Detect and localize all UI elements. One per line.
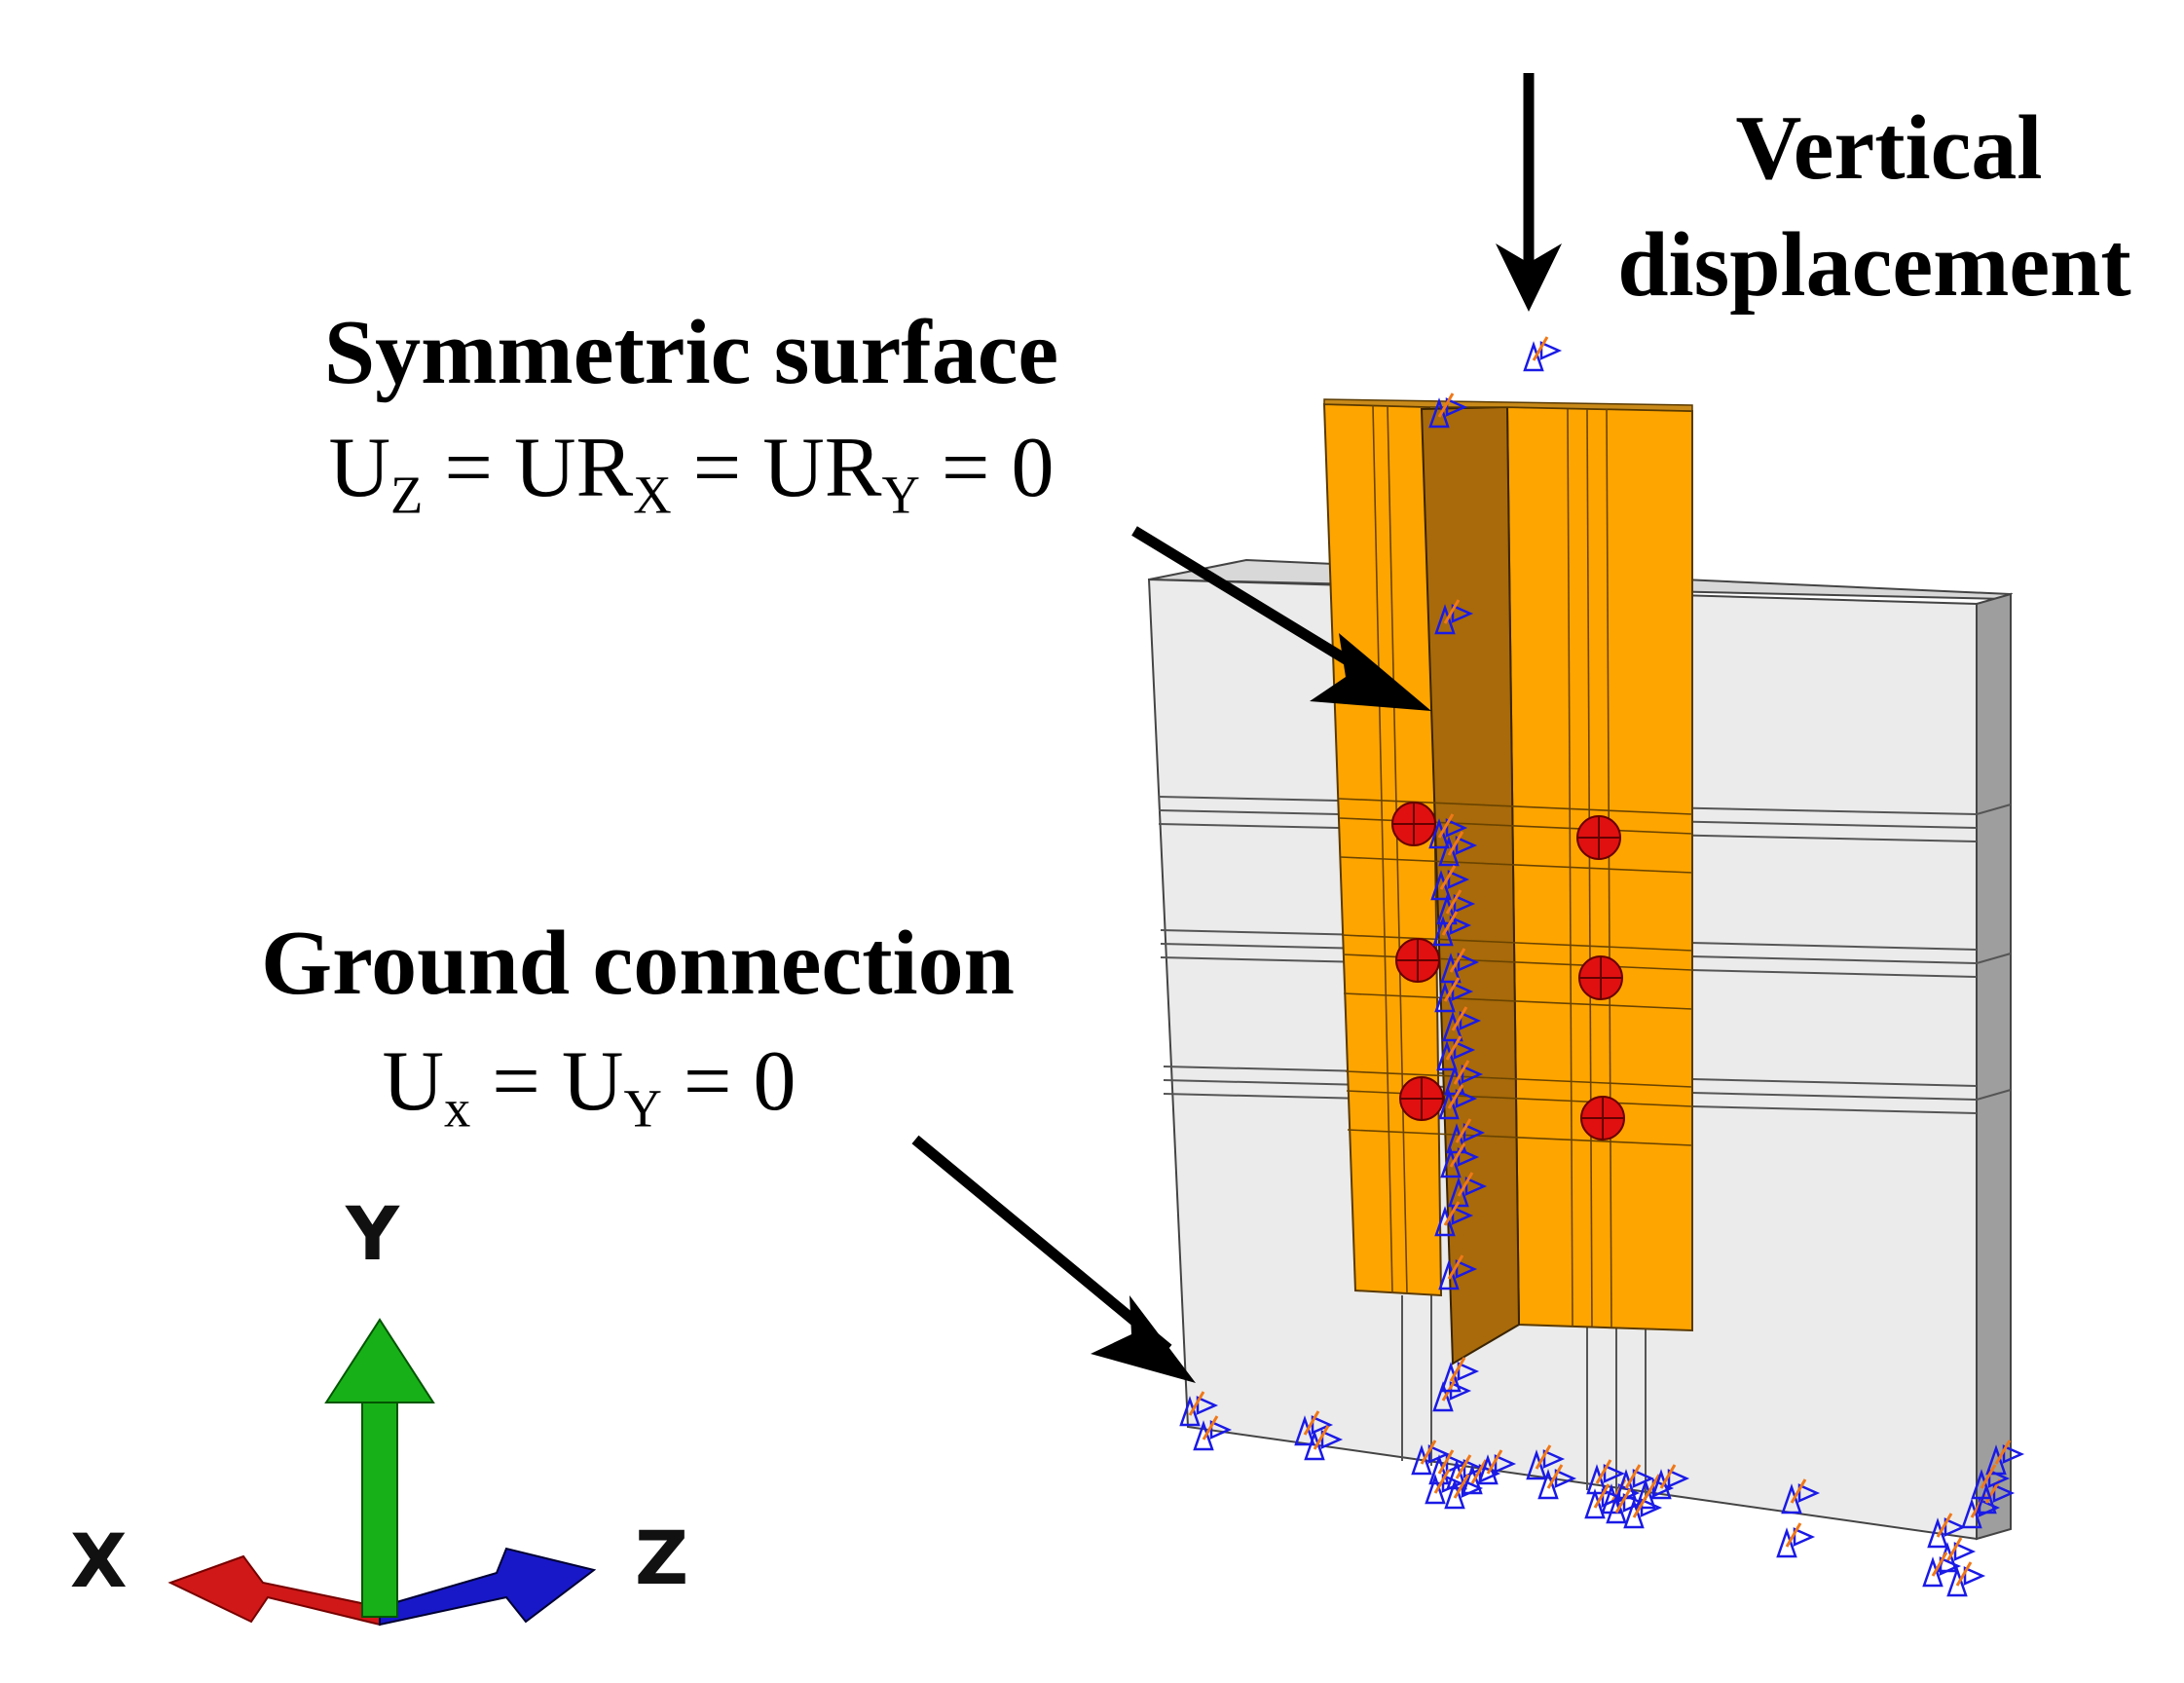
bc-symbol xyxy=(1438,1084,1478,1120)
vertical-displacement-label-line1: Vertical xyxy=(1735,97,2043,199)
vertical-displacement-arrowhead xyxy=(1496,243,1562,312)
bc-symbol xyxy=(1537,1464,1577,1500)
symmetric-surface-arrow xyxy=(1131,526,1386,687)
bc-symbol xyxy=(1432,911,1472,947)
bc-symbol xyxy=(1434,977,1474,1013)
bc-symbol xyxy=(1440,1357,1480,1393)
boundary-condition-symbols xyxy=(1179,336,2025,1597)
bc-symbol xyxy=(1523,336,1563,372)
symmetric-eq-subscript: Y xyxy=(881,465,920,525)
bc-symbol xyxy=(1444,1060,1484,1096)
bc-symbol xyxy=(1650,1464,1690,1500)
coordinate-triad xyxy=(167,1318,597,1627)
ground-connection-title: Ground connection xyxy=(261,913,1015,1014)
ground-connection-arrow xyxy=(911,1135,1172,1354)
bolt xyxy=(1399,1076,1444,1121)
steel-plate-grid-lines xyxy=(1338,404,1693,1328)
axis-y-shaft xyxy=(361,1392,398,1618)
bc-symbol xyxy=(1922,1552,1962,1588)
symmetric-eq-term: = 0 xyxy=(919,421,1055,515)
ground-connection-equation: Ux = UY = 0 xyxy=(258,1032,920,1135)
bc-symbol xyxy=(1584,1483,1624,1519)
bc-symbol xyxy=(1971,1464,2011,1500)
ground-eq-subscript: x xyxy=(444,1078,471,1139)
bolt xyxy=(1391,802,1436,846)
bolt xyxy=(1578,955,1623,1000)
steel-plate-top-edge xyxy=(1323,398,1693,412)
bc-symbol xyxy=(1781,1478,1821,1515)
bc-symbol xyxy=(1428,393,1468,429)
bc-symbol xyxy=(1434,1201,1474,1237)
bc-symbol xyxy=(1294,1410,1334,1446)
symmetric-eq-term: U xyxy=(328,421,391,515)
bc-symbol xyxy=(1444,1474,1484,1510)
bc-symbol xyxy=(1436,889,1476,925)
bc-symbol xyxy=(1179,1391,1219,1427)
ground-eq-term: = 0 xyxy=(661,1034,796,1129)
symmetric-eq-term: = UR xyxy=(423,421,634,515)
axis-x-label: X xyxy=(70,1517,128,1604)
bc-symbol xyxy=(1442,1006,1482,1042)
axis-y-arrowhead xyxy=(324,1318,435,1403)
symmetric-surface-title: Symmetric surface xyxy=(323,302,1059,403)
bc-symbol xyxy=(1526,1444,1566,1480)
bc-symbol xyxy=(1434,599,1474,635)
axis-z-label: Z xyxy=(635,1515,689,1601)
bolt xyxy=(1395,938,1440,983)
bc-symbol xyxy=(1946,1561,1986,1597)
bolts xyxy=(1391,802,1625,1141)
bc-symbol xyxy=(1438,1254,1478,1290)
bc-symbol xyxy=(1428,813,1468,849)
annotation-arrows xyxy=(911,73,1562,1383)
ground-connection-arrowhead xyxy=(1091,1295,1196,1383)
bc-symbol xyxy=(1438,831,1478,867)
bc-symbol xyxy=(1477,1449,1517,1485)
bc-symbol xyxy=(1440,1142,1480,1178)
bc-symbol xyxy=(1776,1522,1816,1558)
ground-eq-term: = U xyxy=(470,1034,624,1129)
bc-symbol xyxy=(1440,948,1480,984)
bc-symbol xyxy=(1586,1459,1626,1495)
axis-y-label: Y xyxy=(346,1190,400,1277)
ground-eq-subscript: Y xyxy=(623,1078,662,1139)
bolt xyxy=(1576,815,1621,860)
bc-symbol xyxy=(1448,1172,1488,1208)
symmetric-eq-subscript: Z xyxy=(390,465,424,525)
bc-symbol xyxy=(1304,1425,1344,1461)
bc-symbol xyxy=(1927,1513,1967,1549)
bc-symbol xyxy=(1623,1493,1663,1529)
bc-symbol xyxy=(1436,1035,1476,1071)
symmetric-eq-subscript: X xyxy=(633,465,672,525)
symmetric-surface-equation: UZ = URX = URY = 0 xyxy=(243,419,1139,521)
symmetric-eq-term: = UR xyxy=(671,421,882,515)
axis-x-arrow xyxy=(167,1554,381,1627)
steel-plates xyxy=(1322,398,1693,1365)
ground-eq-term: U xyxy=(382,1034,445,1129)
vertical-displacement-label-line2: displacement xyxy=(1617,214,2131,316)
bc-symbol xyxy=(1446,1118,1486,1154)
base-block-side xyxy=(1976,592,2012,1541)
symmetric-surface-arrowhead xyxy=(1310,633,1431,711)
axis-z-arrow xyxy=(379,1547,597,1627)
bc-symbol xyxy=(1193,1415,1233,1451)
bc-symbol xyxy=(1430,865,1470,901)
bolt xyxy=(1580,1096,1625,1141)
